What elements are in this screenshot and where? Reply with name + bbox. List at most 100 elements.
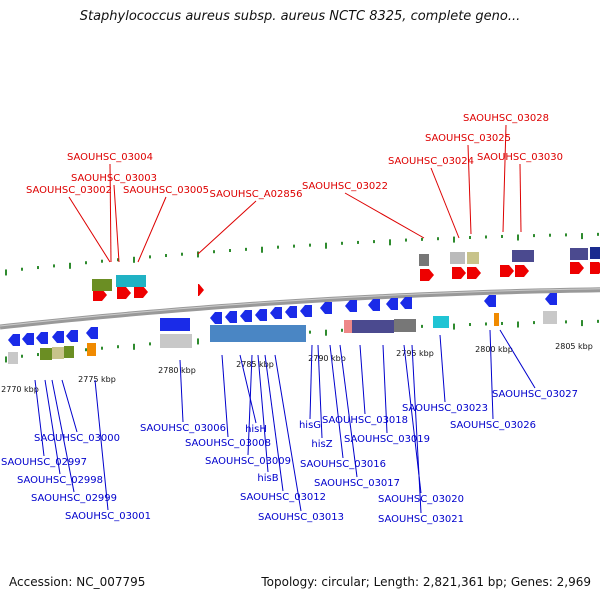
reverse-gene-block	[433, 316, 449, 328]
bottom-scale-tick	[421, 324, 423, 328]
bottom-scale-tick	[341, 328, 343, 332]
top-scale-tick	[69, 262, 71, 269]
top-scale-tick	[293, 244, 295, 248]
forward-gene-arrow	[590, 262, 600, 274]
forward-gene-block	[450, 252, 465, 264]
reverse-gene-label: SAOUHSC_03019	[344, 434, 430, 445]
scale-tick-label: 2785 kbp	[236, 360, 274, 369]
reverse-label-leader	[34, 379, 45, 457]
reverse-label-leader	[94, 379, 109, 511]
top-scale-tick	[549, 233, 551, 237]
reverse-gene-arrow	[368, 299, 380, 311]
reverse-gene-block	[87, 343, 96, 356]
top-scale-tick	[389, 239, 391, 246]
forward-gene-label: SAOUHSC_03028	[463, 113, 549, 124]
reverse-gene-arrow	[225, 311, 237, 323]
top-scale-tick	[133, 256, 135, 263]
forward-gene-label: SAOUHSC_03003	[71, 173, 157, 184]
forward-gene-label: SAOUHSC_03005	[123, 185, 209, 196]
top-scale-tick	[53, 264, 55, 268]
reverse-label-leader	[264, 354, 284, 492]
forward-label-leader	[502, 124, 507, 233]
top-scale-tick	[533, 234, 535, 238]
reverse-label-leader	[257, 354, 269, 473]
bottom-scale-tick	[117, 345, 119, 349]
reverse-gene-block	[344, 320, 354, 333]
forward-gene-arrow	[134, 286, 148, 298]
forward-label-leader	[137, 196, 167, 263]
bottom-scale-tick	[501, 321, 503, 325]
reverse-label-leader	[411, 344, 422, 514]
reverse-gene-block	[64, 346, 74, 358]
top-scale-tick	[421, 237, 423, 241]
top-scale-tick	[197, 251, 199, 258]
reverse-gene-arrow	[345, 300, 357, 312]
top-scale-tick	[85, 261, 87, 265]
reverse-gene-block	[543, 311, 557, 324]
reverse-gene-arrow	[52, 331, 64, 343]
scale-tick-label: 2770 kbp	[1, 385, 39, 394]
forward-gene-label: SAOUHSC_03004	[67, 152, 153, 163]
reverse-label-leader	[179, 359, 184, 423]
reverse-gene-label: SAOUHSC_03017	[314, 478, 400, 489]
forward-gene-block	[467, 252, 479, 264]
forward-gene-block	[570, 248, 588, 260]
top-scale-tick	[437, 237, 439, 241]
reverse-gene-label: SAOUHSC_02997	[1, 457, 87, 468]
bottom-scale-tick	[453, 323, 455, 330]
top-scale-tick	[565, 233, 567, 237]
reverse-gene-arrow	[8, 334, 20, 346]
reverse-gene-arrow	[255, 309, 267, 321]
reverse-gene-block	[210, 325, 306, 342]
reverse-gene-arrow	[66, 330, 78, 342]
top-scale-tick	[405, 238, 407, 242]
bottom-scale-tick	[5, 356, 7, 363]
bottom-scale-tick	[37, 353, 39, 357]
reverse-label-leader	[51, 379, 75, 493]
scale-tick-label: 2780 kbp	[158, 366, 196, 375]
bottom-scale-tick	[133, 343, 135, 350]
reverse-gene-label: hisG	[299, 420, 321, 431]
forward-gene-block	[419, 254, 429, 266]
reverse-gene-arrow	[36, 332, 48, 344]
scale-tick-label: 2805 kbp	[555, 342, 593, 351]
bottom-scale-tick	[85, 348, 87, 352]
forward-gene-label: SAOUHSC_03030	[477, 152, 563, 163]
top-scale-tick	[5, 269, 7, 276]
bottom-scale-tick	[565, 320, 567, 324]
reverse-label-leader	[239, 354, 257, 424]
reverse-gene-label: SAOUHSC_03008	[185, 438, 271, 449]
scale-tick-label: 2790 kbp	[308, 354, 346, 363]
forward-gene-arrow	[570, 262, 584, 274]
reverse-gene-label: SAOUHSC_03026	[450, 420, 536, 431]
top-scale-tick	[325, 242, 327, 249]
top-scale-tick	[149, 255, 151, 259]
top-scale-tick	[501, 234, 503, 238]
reverse-gene-block	[160, 334, 192, 348]
reverse-label-leader	[329, 344, 344, 459]
genome-summary-text: Topology: circular; Length: 2,821,361 bp…	[261, 575, 591, 589]
reverse-gene-arrow	[210, 312, 222, 324]
top-scale-tick	[117, 258, 119, 262]
reverse-gene-label: SAOUHSC_03027	[492, 389, 578, 400]
top-scale-tick	[213, 250, 215, 254]
reverse-gene-label: SAOUHSC_03009	[205, 456, 291, 467]
forward-label-leader	[113, 184, 120, 263]
reverse-gene-block	[352, 320, 394, 333]
reverse-gene-label: SAOUHSC_03023	[402, 403, 488, 414]
top-scale-tick	[245, 247, 247, 251]
bottom-scale-tick	[197, 338, 199, 345]
bottom-scale-tick	[21, 354, 23, 358]
forward-gene-arrow	[515, 265, 529, 277]
reverse-gene-arrow	[86, 327, 98, 339]
reverse-gene-label: SAOUHSC_03018	[322, 415, 408, 426]
reverse-gene-label: SAOUHSC_03016	[300, 459, 386, 470]
reverse-gene-block	[8, 352, 18, 364]
reverse-gene-label: hisH	[245, 424, 267, 435]
reverse-gene-label: hisZ	[311, 439, 332, 450]
forward-gene-label: SAOUHSC_03024	[388, 156, 474, 167]
reverse-gene-label: SAOUHSC_03000	[34, 433, 120, 444]
reverse-gene-arrow	[400, 297, 412, 309]
forward-label-leader	[68, 196, 111, 263]
